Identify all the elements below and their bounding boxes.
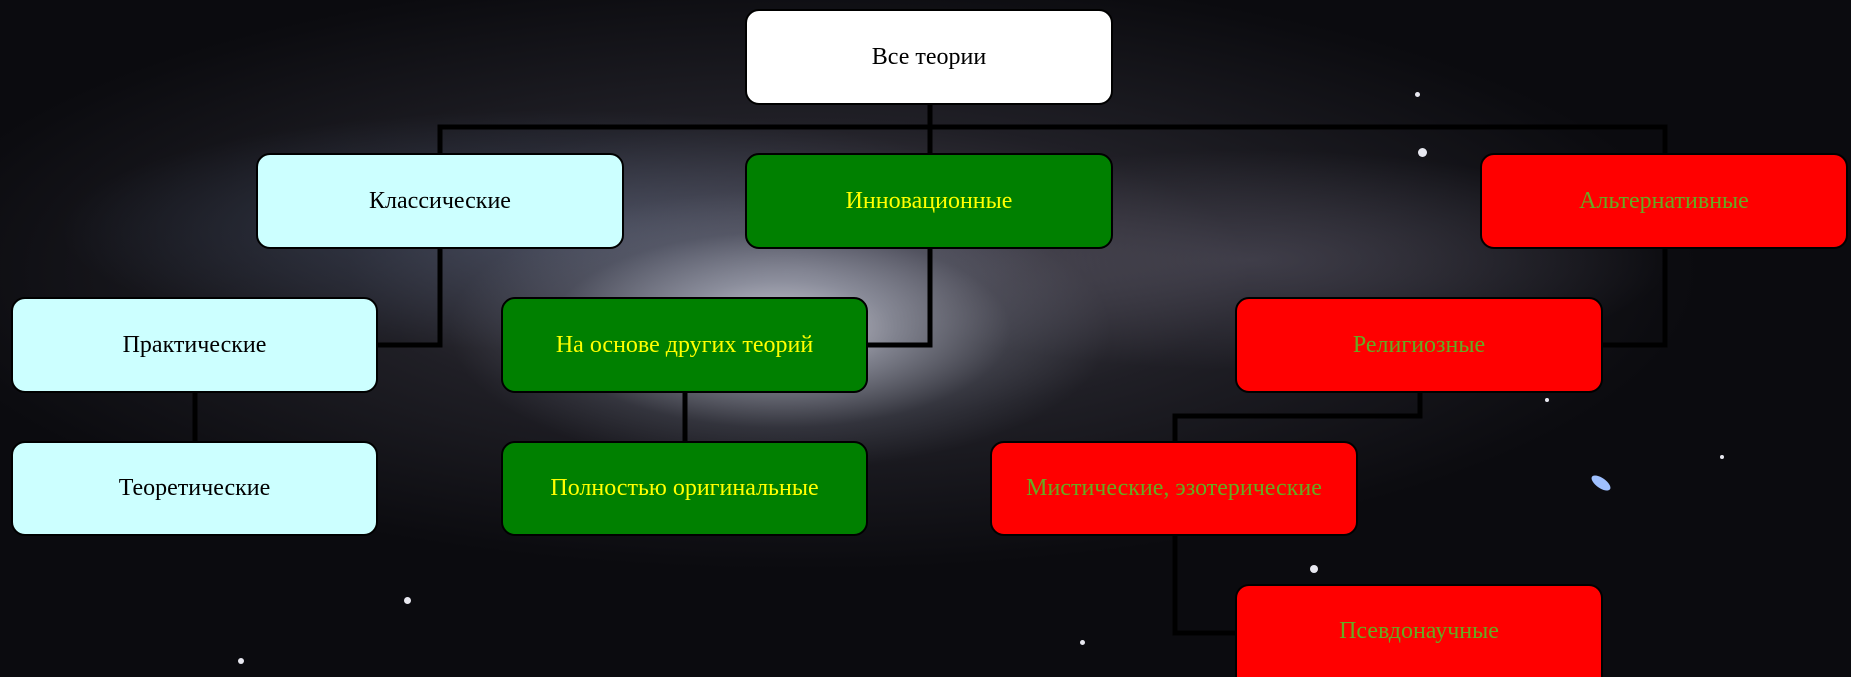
star [1415,92,1420,97]
star [1418,148,1427,157]
node-label: Мистические, эзотерические [1026,475,1322,501]
connector-innovative-based [864,245,933,348]
connector-religious-mystical [1172,389,1423,446]
star [1720,455,1724,459]
node-all-theories: Все теории [745,9,1113,105]
node-label: Псевдонаучные [1339,618,1499,644]
node-classic: Классические [256,153,624,249]
node-label: Религиозные [1352,331,1486,358]
node-label: На основе других теорий [555,331,814,358]
star [404,597,411,604]
node-label: Теоретические [118,475,271,501]
node-practical: Практические [11,297,378,393]
connector-mystical-pseudo [1172,533,1240,636]
node-based-on-other-theories: На основе других теорий [501,297,868,393]
star [1545,398,1549,402]
connector-root-bus [437,102,1668,130]
node-pseudoscientific: Псевдонаучные [1235,584,1603,677]
star [238,658,244,664]
node-religious: Религиозные [1235,297,1603,393]
node-label: Инновационные [845,187,1013,214]
node-fully-original: Полностью оригинальные [501,441,868,536]
node-innovative: Инновационные [745,153,1113,249]
star [1080,640,1085,645]
node-label: Все теории [871,43,987,70]
node-label: Полностью оригинальные [550,475,819,501]
node-label: Практические [122,331,267,358]
connector-classic-practical [374,245,443,348]
star [1310,565,1318,573]
node-alternative: Альтернативные [1480,153,1848,249]
node-label: Альтернативные [1579,187,1749,214]
node-label: Классические [369,187,511,214]
node-theoretical: Теоретические [11,441,378,536]
node-mystical-esoteric: Мистические, эзотерические [990,441,1358,536]
connector-alternative-religious [1599,245,1668,348]
